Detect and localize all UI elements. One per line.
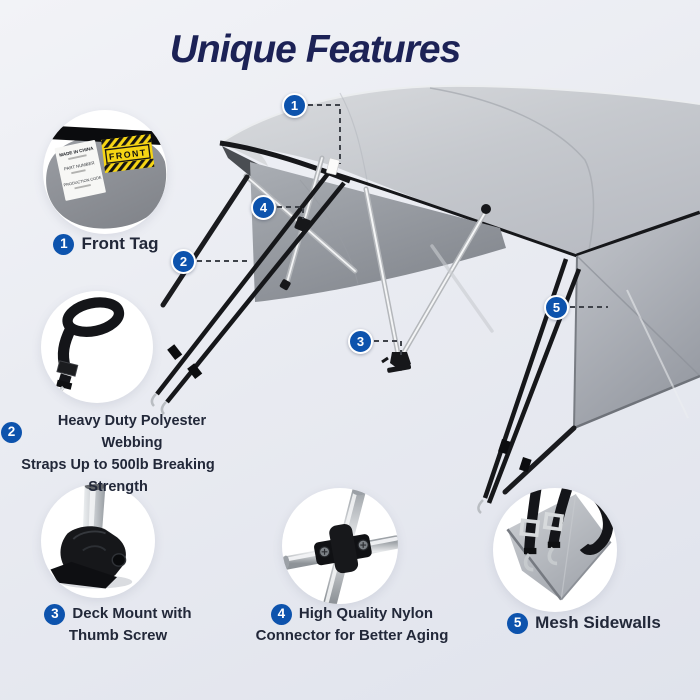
front-tag-text: FRONT bbox=[108, 147, 147, 162]
front-tag-yellow: FRONT bbox=[101, 133, 155, 173]
feature-caption-line: Thumb Screw bbox=[68, 627, 168, 644]
feature-caption-line: Front Tag bbox=[81, 234, 159, 253]
feature-caption-line: Straps Up to 500lb Breaking bbox=[21, 457, 215, 473]
feature-caption-line: Deck Mount with bbox=[72, 605, 192, 622]
strap-hook bbox=[523, 552, 534, 572]
feature-number-badge: 2 bbox=[1, 421, 22, 443]
feature-caption-5: 5 Mesh Sidewalls bbox=[484, 612, 684, 634]
thumb-screw bbox=[111, 553, 127, 567]
mount-base bbox=[50, 561, 117, 589]
inset-webbing-strap bbox=[41, 291, 153, 403]
clamp-screws bbox=[318, 539, 369, 558]
strap-slide-buckle bbox=[542, 511, 565, 532]
feature-caption-2: 2 Heavy Duty Polyester Webbing Straps Up… bbox=[1, 410, 235, 498]
strap-hook bbox=[547, 546, 558, 566]
label-line-part-number: PART NUMBER bbox=[64, 160, 95, 171]
strap-buckles bbox=[167, 344, 532, 473]
callout-marker-3: 3 bbox=[348, 329, 373, 354]
faint-rear-pole bbox=[430, 244, 494, 333]
feature-caption-line: Connector for Better Aging bbox=[255, 627, 449, 644]
callout-line-3 bbox=[374, 340, 402, 355]
feature-caption-line: Strength bbox=[88, 479, 148, 495]
feature-number-badge: 3 bbox=[44, 603, 66, 625]
deck-mount-body bbox=[50, 526, 127, 589]
callout-marker-5: 5 bbox=[544, 295, 569, 320]
strap-coil bbox=[56, 297, 125, 390]
callout-marker-1: 1 bbox=[282, 93, 307, 118]
care-label: MADE IN CHINA PART NUMBER PRODUCTION COD… bbox=[54, 139, 106, 201]
callout-marker-2: 2 bbox=[171, 249, 196, 274]
feature-number-badge: 5 bbox=[507, 612, 529, 634]
callout-marker-4: 4 bbox=[251, 195, 276, 220]
callout-lines bbox=[197, 104, 608, 355]
feature-caption-line: Heavy Duty Polyester Webbing bbox=[57, 413, 207, 451]
feature-number-badge: 1 bbox=[53, 233, 75, 255]
mesh-sidewall bbox=[573, 214, 700, 430]
canopy-pole-fitting bbox=[481, 204, 491, 214]
callout-line-1 bbox=[308, 104, 341, 164]
rear-pole-behind-mesh bbox=[626, 289, 689, 419]
inset-nylon-connector bbox=[282, 488, 398, 604]
inset-front-tag: MADE IN CHINA PART NUMBER PRODUCTION COD… bbox=[43, 110, 167, 234]
feature-caption-line: High Quality Nylon bbox=[298, 605, 434, 622]
feature-number-badge: 4 bbox=[270, 603, 292, 625]
feature-caption-line: Mesh Sidewalls bbox=[535, 613, 661, 632]
right-leg-pole bbox=[502, 425, 577, 495]
strap-slide-buckle bbox=[519, 518, 541, 538]
page-title: Unique Features bbox=[169, 28, 462, 71]
left-strap-2 bbox=[165, 181, 346, 404]
mount-pole bbox=[82, 484, 106, 536]
mid-pole bbox=[397, 208, 489, 362]
front-tag bbox=[326, 157, 340, 176]
front-pole bbox=[363, 186, 402, 362]
left-strap-1 bbox=[155, 169, 332, 396]
feature-caption-1: 1 Front Tag bbox=[36, 233, 176, 255]
deck-mount bbox=[381, 352, 412, 373]
inset-deck-mount bbox=[41, 484, 155, 598]
nylon-clamp bbox=[314, 523, 372, 574]
canopy-rear-trim bbox=[576, 210, 700, 259]
left-leg-pole bbox=[160, 174, 250, 308]
feature-caption-3: 3 Deck Mount with Thumb Screw bbox=[28, 603, 208, 647]
strap-hooks bbox=[150, 393, 484, 514]
inset-mesh-sidewalls bbox=[493, 488, 617, 612]
feature-caption-4: 4 High Quality Nylon Connector for Bette… bbox=[242, 603, 462, 647]
